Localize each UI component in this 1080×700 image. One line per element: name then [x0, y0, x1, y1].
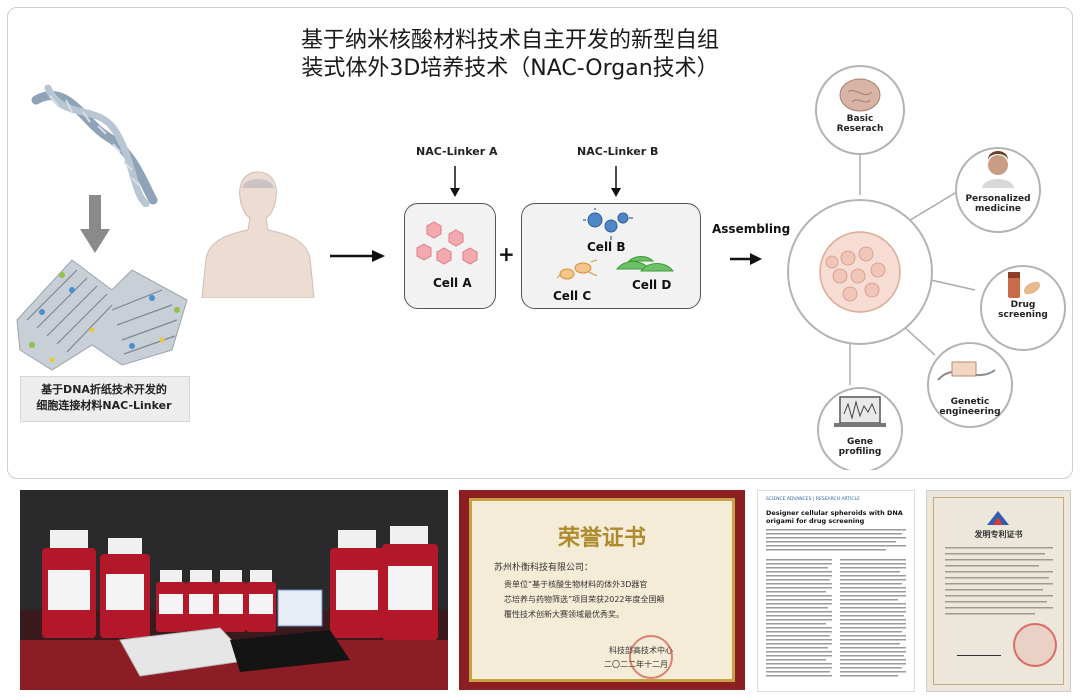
app-drug-line-1: Drug: [1010, 300, 1036, 310]
figure-title: 基于纳米核酸材料技术自主开发的新型自组 装式体外3D培养技术（NAC-Organ…: [200, 27, 820, 83]
applications-network: [787, 65, 1066, 470]
app-basic-research-label: Basic Reserach: [815, 114, 905, 134]
app-genetic-label: Genetic engineering: [925, 397, 1015, 417]
signature-icon: [957, 641, 1001, 656]
linker-b-arrow-icon: [611, 166, 621, 197]
article-journal: SCIENCE ADVANCES | RESEARCH ARTICLE: [766, 497, 860, 502]
human-torso-icon: [201, 171, 315, 298]
app-basic-line-1: Basic: [846, 114, 874, 124]
app-personalized-line-1: Personalized: [965, 194, 1031, 204]
certificate-company: 苏州朴衡科技有限公司：: [494, 563, 594, 573]
cell-d-label: Cell D: [632, 278, 672, 292]
app-genetic-line-2: engineering: [939, 407, 1001, 417]
app-basic-line-2: Reserach: [836, 124, 884, 134]
patent-text-lines: [945, 547, 1053, 615]
plus-sign: +: [498, 242, 515, 266]
cell-b-icon: [583, 208, 633, 240]
cell-a-cluster-icon: [416, 221, 478, 265]
dna-caption: 基于DNA折纸技术开发的 细胞连接材料NAC-Linker: [24, 382, 184, 414]
dna-caption-line-1: 基于DNA折纸技术开发的: [41, 383, 167, 396]
patent-emblem-icon: [987, 511, 1009, 525]
certificate-heading: 荣誉证书: [557, 525, 646, 551]
journal-article: SCIENCE ADVANCES | RESEARCH ARTICLE Desi…: [757, 490, 915, 692]
assembling-arrow-icon: [730, 253, 762, 265]
certificate-body-line-1: 贵单位“基于核酸生物材料的体外3D器官: [504, 580, 648, 589]
patent-certificate: 发明专利证书: [926, 490, 1071, 692]
dna-helix-icon: [31, 84, 158, 207]
title-line-2: 装式体外3D培养技术（NAC-Organ技术）: [301, 56, 719, 81]
dna-origami-icon: [16, 259, 188, 371]
app-personalized-label: Personalized medicine: [953, 194, 1043, 214]
app-personalized-line-2: medicine: [975, 204, 1021, 214]
cell-c-label: Cell C: [553, 289, 592, 303]
app-gene-line-2: profiling: [838, 447, 882, 457]
app-genetic-line-1: Genetic: [950, 397, 990, 407]
cell-d-icon: [615, 256, 675, 272]
product-photo: [20, 490, 448, 690]
app-gene-profiling-label: Gene profiling: [815, 437, 905, 457]
genetic-engineering-node: [927, 342, 1013, 428]
gene-profiling-node: [817, 387, 903, 470]
cell-b-label: Cell B: [587, 240, 626, 254]
app-gene-line-1: Gene: [846, 437, 873, 447]
linker-a-label: NAC-Linker A: [416, 145, 498, 158]
patent-seal-icon: [1013, 623, 1057, 667]
linker-a-arrow-icon: [450, 166, 460, 197]
personalized-medicine-node: [955, 147, 1041, 233]
person-icon: [982, 151, 1014, 188]
official-seal-icon: [629, 635, 673, 679]
brain-icon: [839, 78, 881, 112]
article-title: Designer cellular spheroids with DNA ori…: [766, 509, 903, 525]
app-drug-line-2: screening: [998, 310, 1048, 320]
certificate-body-line-3: 覆性技术创新大赛领域最优秀奖。: [504, 610, 624, 619]
title-line-1: 基于纳米核酸材料技术自主开发的新型自组: [300, 28, 719, 53]
well-plates: [119, 627, 350, 677]
certificate-body: 贵单位“基于核酸生物材料的体外3D器官 芯培养与药物筛选”项目荣获2022年度全…: [504, 577, 714, 622]
cells-bcd-box: [521, 203, 701, 309]
down-arrow-icon: [80, 195, 110, 253]
cell-a-label: Cell A: [433, 276, 472, 290]
drug-screening-node: [980, 265, 1066, 351]
pills-icon: [1008, 272, 1041, 298]
culture-bottles: [42, 526, 438, 640]
dna-caption-line-2: 细胞连接材料NAC-Linker: [36, 399, 172, 412]
article-text-lines: [766, 529, 906, 677]
certificate-body-line-2: 芯培养与药物筛选”项目荣获2022年度全国颠: [504, 595, 665, 604]
cell-c-icon: [556, 259, 598, 280]
linker-b-label: NAC-Linker B: [577, 145, 659, 158]
patent-heading: 发明专利证书: [974, 530, 1023, 539]
right-arrow-icon: [330, 250, 385, 262]
dna-strand-icon: [937, 361, 996, 381]
honor-certificate: 荣誉证书 苏州朴衡科技有限公司： 贵单位“基于核酸生物材料的体外3D器官 芯培养…: [459, 490, 745, 690]
caption-box: [20, 376, 190, 422]
app-drug-label: Drug screening: [978, 300, 1068, 320]
laptop-icon: [834, 396, 886, 427]
assembling-label: Assembling: [712, 222, 791, 236]
